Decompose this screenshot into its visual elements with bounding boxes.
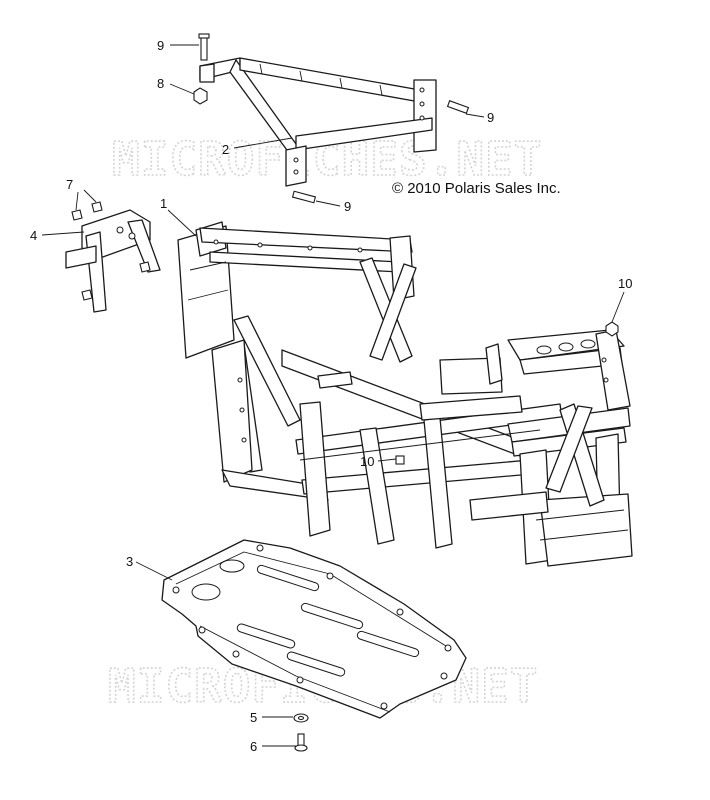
- leader-3: [135, 561, 173, 581]
- upper-brace: [199, 57, 437, 187]
- callout-10-right: 10: [618, 276, 632, 291]
- callout-3: 3: [126, 554, 133, 569]
- callout-4: 4: [30, 228, 37, 243]
- leader-9-right: [465, 113, 485, 118]
- leader-4: [41, 231, 85, 236]
- callout-9-right: 9: [487, 110, 494, 125]
- leader-9-mid: [315, 200, 341, 207]
- leader-10-right: [611, 291, 625, 323]
- side-bracket: [65, 209, 161, 313]
- callout-1: 1: [160, 196, 167, 211]
- screws-7: [71, 201, 151, 301]
- callout-7: 7: [66, 177, 73, 192]
- leader-7a: [75, 191, 79, 211]
- callout-9-mid: 9: [344, 199, 351, 214]
- nut-8: [193, 87, 208, 105]
- nut-10-center: [395, 455, 405, 465]
- callout-2: 2: [222, 142, 229, 157]
- copyright-text: © 2010 Polaris Sales Inc.: [392, 180, 561, 197]
- washer-5: [293, 713, 309, 723]
- bolt-9-right: [446, 100, 470, 114]
- skid-plate: [161, 539, 467, 719]
- main-frame: [177, 221, 633, 567]
- callout-10-center: 10: [360, 454, 374, 469]
- leader-1: [167, 209, 197, 237]
- leader-8: [169, 83, 195, 95]
- leader-10-center: [377, 458, 397, 462]
- callout-5: 5: [250, 710, 257, 725]
- fastener-6: [294, 733, 308, 752]
- leader-2: [233, 137, 293, 149]
- leader-7b: [83, 189, 97, 203]
- callout-9-top: 9: [157, 38, 164, 53]
- callout-6: 6: [250, 739, 257, 754]
- callout-8: 8: [157, 76, 164, 91]
- bolt-9-mid: [291, 190, 317, 204]
- bolt-9-top: [198, 33, 210, 61]
